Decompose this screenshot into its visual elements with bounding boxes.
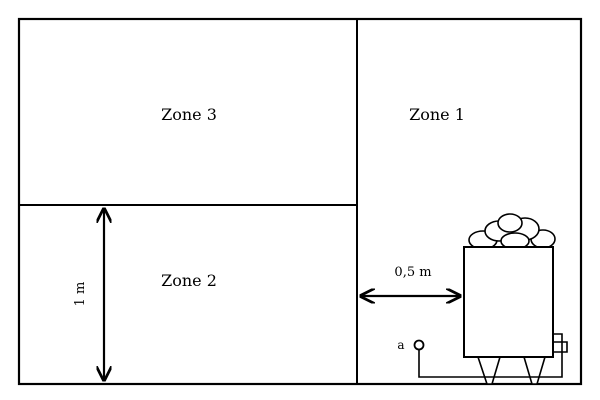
heater-leg-left xyxy=(477,356,501,385)
heater-control-box xyxy=(553,341,568,353)
zone-2-label: Zone 2 xyxy=(161,271,217,290)
heater-leg-right xyxy=(523,356,546,385)
zone-1-label: Zone 1 xyxy=(409,105,465,124)
sauna-heater-icon xyxy=(418,213,568,385)
sensor-icon xyxy=(413,339,425,351)
height-dimension-label: 1 m xyxy=(73,282,88,307)
stones-icon xyxy=(468,213,556,250)
sensor-label: a xyxy=(397,338,404,352)
zone-3-label: Zone 3 xyxy=(161,105,217,124)
distance-dimension-label: 0,5 m xyxy=(394,265,431,280)
heater-body xyxy=(463,246,554,358)
heater-connection-pipe xyxy=(418,333,563,378)
room-outline xyxy=(17,17,583,386)
